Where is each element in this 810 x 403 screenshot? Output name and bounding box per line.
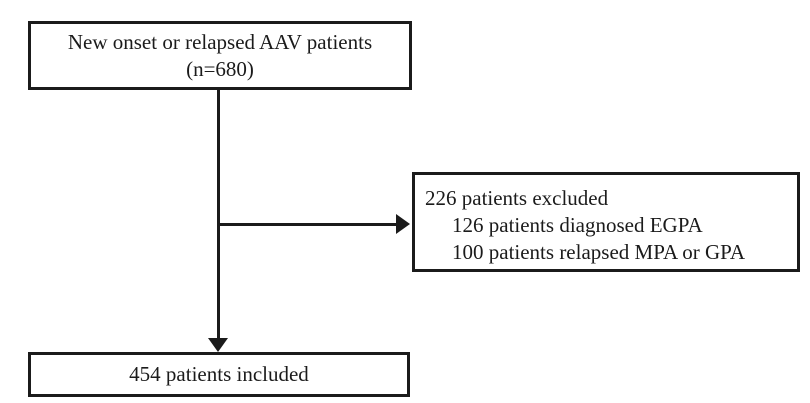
horizontal-connector-line [218, 223, 398, 226]
excluded-box-line2: 126 patients diagnosed EGPA [452, 213, 703, 237]
vertical-connector-line [217, 90, 220, 340]
included-box: 454 patients included [28, 352, 410, 397]
source-box-line2: (n=680) [186, 56, 254, 81]
source-box: New onset or relapsed AAV patients (n=68… [28, 21, 412, 90]
source-box-line1: New onset or relapsed AAV patients [67, 29, 373, 54]
excluded-box-line3: 100 patients relapsed MPA or GPA [452, 240, 746, 264]
down-arrowhead-icon [208, 338, 228, 352]
excluded-box-line1: 226 patients excluded [425, 186, 609, 210]
excluded-box: 226 patients excluded 126 patients diagn… [412, 172, 800, 272]
included-box-line1: 454 patients included [129, 362, 309, 386]
right-arrowhead-icon [396, 214, 410, 234]
